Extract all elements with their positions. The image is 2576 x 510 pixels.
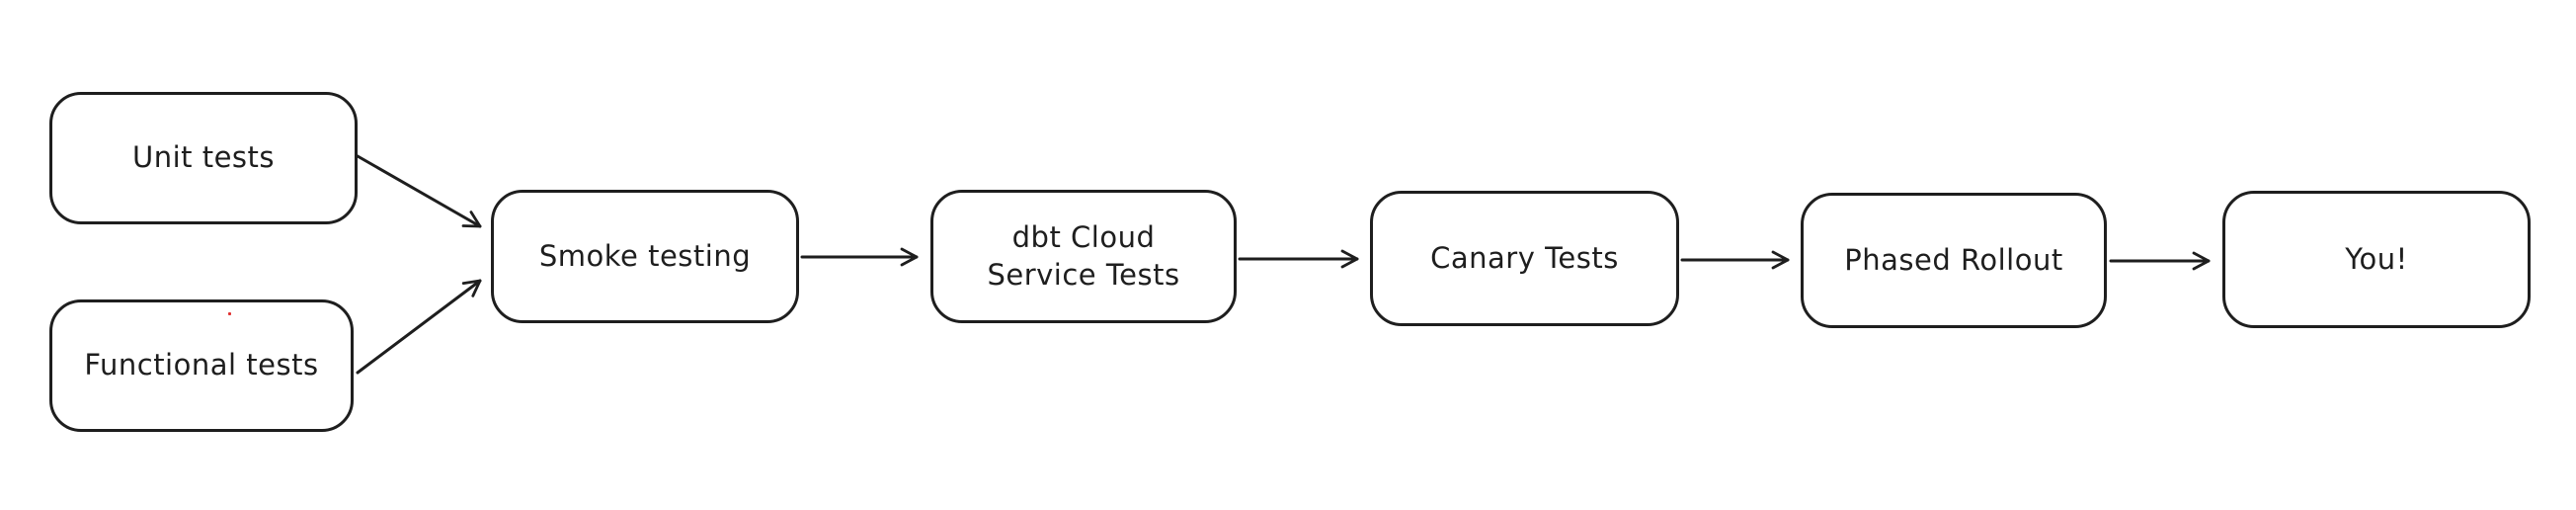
node-canary-tests: Canary Tests bbox=[1370, 191, 1679, 326]
node-functional-tests: Functional tests bbox=[49, 299, 354, 432]
node-phased-rollout-label: Phased Rollout bbox=[1844, 242, 2063, 277]
node-functional-tests-label: Functional tests bbox=[84, 348, 319, 382]
node-unit-tests-label: Unit tests bbox=[131, 140, 276, 175]
node-dbt-cloud-service-tests: dbt Cloud Service Tests bbox=[930, 190, 1237, 323]
node-smoke-testing-label: Smoke testing bbox=[538, 238, 752, 273]
node-smoke-testing: Smoke testing bbox=[491, 190, 799, 323]
node-dbt-cloud-service-tests-label: dbt Cloud Service Tests bbox=[987, 219, 1180, 292]
node-unit-tests: Unit tests bbox=[49, 92, 358, 224]
stray-red-dot bbox=[228, 312, 231, 315]
node-you: You! bbox=[2222, 191, 2531, 328]
arrow-unit-tests-to-smoke-testing bbox=[356, 154, 482, 228]
node-you-label: You! bbox=[2345, 241, 2408, 276]
arrow-functional-tests-to-smoke-testing bbox=[356, 279, 482, 375]
node-canary-tests-label: Canary Tests bbox=[1430, 240, 1619, 275]
node-phased-rollout: Phased Rollout bbox=[1801, 193, 2107, 328]
